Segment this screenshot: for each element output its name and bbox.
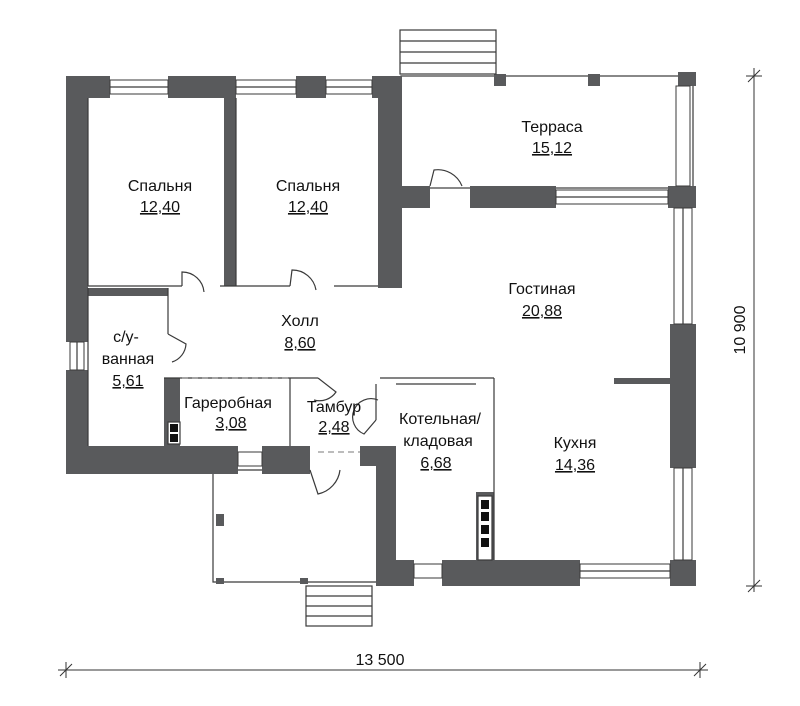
room-boiler: Котельная/ кладовая 6,68 (399, 411, 481, 472)
dimension-width (58, 662, 708, 678)
height-dimension-label: 10 900 (732, 305, 749, 354)
room-area: 6,68 (420, 455, 451, 472)
porch-outline (212, 470, 376, 583)
room-name-line2: ванная (102, 351, 154, 368)
room-name: Кухня (554, 435, 597, 452)
room-name: Спальня (276, 178, 340, 195)
room-area: 12,40 (140, 199, 180, 216)
room-name: Гарeробная (184, 395, 272, 412)
room-name-line1: Котельная/ (399, 411, 481, 428)
room-area: 12,40 (288, 199, 328, 216)
room-area: 2,48 (318, 419, 349, 436)
room-area: 3,08 (215, 415, 246, 432)
room-area: 8,60 (284, 335, 315, 352)
room-kitchen: Кухня 14,36 (554, 435, 597, 474)
chimney-ducts (167, 421, 493, 561)
room-bathroom: с/у- ванная 5,61 (102, 329, 154, 390)
room-terrace: Терраса 15,12 (521, 119, 582, 157)
room-area: 20,88 (522, 303, 562, 320)
room-area: 5,61 (112, 373, 143, 390)
room-name-line2: кладовая (403, 433, 473, 450)
room-bedroom-1: Спальня 12,40 (128, 178, 192, 216)
terrace-steps (399, 29, 497, 75)
room-wardrobe: Гарeробная 3,08 (184, 395, 272, 432)
width-dimension-label: 13 500 (356, 652, 405, 669)
room-name-line1: с/у- (113, 329, 139, 346)
porch-posts (216, 514, 308, 584)
walls (66, 72, 696, 586)
partitions (87, 98, 495, 560)
dimension-height (746, 68, 762, 593)
windows (69, 79, 693, 579)
room-hall: Холл 8,60 (281, 313, 319, 352)
terrace-posts (494, 74, 600, 86)
room-area: 14,36 (555, 457, 595, 474)
doors (167, 169, 463, 495)
room-name: Гостиная (508, 281, 575, 298)
room-name: Терраса (521, 119, 582, 136)
room-name: Спальня (128, 178, 192, 195)
room-living: Гостиная 20,88 (508, 281, 575, 320)
room-name: Холл (281, 313, 319, 330)
room-vestibule: Тамбур 2,48 (307, 399, 361, 436)
room-area: 15,12 (532, 140, 572, 157)
porch-steps (305, 585, 373, 627)
room-bedroom-2: Спальня 12,40 (276, 178, 340, 216)
room-name: Тамбур (307, 399, 361, 416)
